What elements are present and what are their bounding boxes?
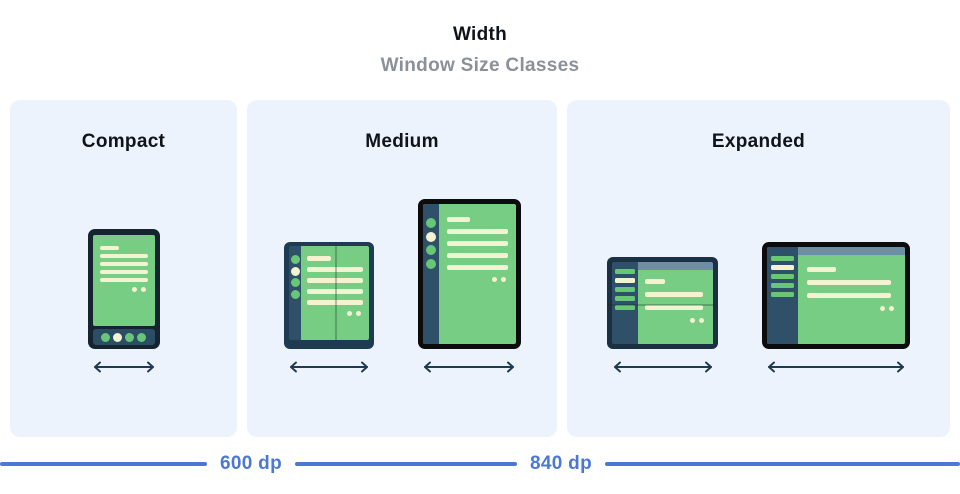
size-class-panels: Compact — [10, 100, 950, 437]
foldable-open-mockup — [284, 242, 374, 349]
content-line — [446, 253, 508, 258]
content-line — [99, 262, 148, 266]
phone-mockup — [87, 229, 160, 349]
nav-drawer — [766, 247, 798, 344]
main-pane — [638, 262, 713, 344]
width-arrow — [424, 361, 514, 373]
foldable-device-group — [283, 242, 375, 374]
content-line — [806, 293, 892, 298]
ruler-line-segment — [295, 462, 517, 466]
nav-dot — [125, 332, 134, 342]
panel-expanded-devices — [567, 242, 950, 374]
rail-dot — [290, 278, 300, 287]
nav-item-bar — [770, 265, 794, 270]
content-line — [446, 229, 508, 234]
nav-item-bar — [770, 274, 794, 279]
content-line — [99, 278, 148, 282]
app-topbar — [797, 247, 905, 255]
nav-dot — [113, 332, 122, 342]
action-dots — [645, 318, 706, 323]
dp-breakpoint-ruler: 600 dp 840 dp — [0, 451, 960, 477]
content-line — [99, 270, 148, 274]
width-arrow — [93, 361, 154, 373]
nav-item-bar — [615, 305, 635, 310]
nav-rail — [422, 204, 439, 344]
nav-item-bar — [770, 256, 794, 261]
panel-medium: Medium — [247, 100, 557, 437]
nav-item-bar — [615, 269, 635, 274]
panel-compact: Compact — [10, 100, 237, 437]
diagram-subtitle: Window Size Classes — [380, 55, 580, 76]
panel-compact-devices — [10, 229, 237, 374]
nav-dot — [101, 332, 110, 342]
panel-expanded: Expanded — [567, 100, 950, 437]
phone-screen — [92, 235, 155, 326]
rail-dot — [425, 258, 436, 269]
action-dots — [307, 311, 363, 316]
action-dots — [807, 306, 896, 311]
nav-dot — [137, 332, 146, 342]
width-arrow — [767, 361, 904, 373]
content-line — [645, 305, 703, 310]
content-line — [446, 241, 508, 246]
content-line — [99, 246, 119, 250]
width-arrow — [290, 361, 368, 373]
nav-rail — [289, 246, 301, 340]
nav-item-bar — [615, 278, 635, 283]
content-line — [307, 267, 363, 272]
content-line — [645, 292, 703, 297]
fold-line — [607, 303, 718, 306]
nav-drawer — [612, 262, 638, 344]
main-pane — [797, 247, 905, 344]
landscape-screen — [797, 255, 905, 344]
ruler-line-segment — [0, 462, 207, 466]
app-topbar — [638, 262, 713, 270]
rail-dot — [290, 289, 300, 299]
tablet-landscape-large-mockup — [761, 242, 910, 349]
small-landscape-device-group — [607, 257, 719, 374]
phone-device-group — [87, 229, 161, 374]
content-line — [446, 265, 508, 270]
ruler-line-segment — [605, 462, 960, 466]
content-line — [307, 278, 363, 283]
panel-medium-label: Medium — [365, 131, 439, 152]
rail-dot — [290, 255, 300, 264]
width-arrow — [613, 361, 712, 373]
content-line — [806, 280, 892, 285]
nav-item-bar — [770, 283, 794, 288]
diagram-header: Width Window Size Classes — [0, 24, 960, 77]
tablet-device-group — [417, 199, 521, 374]
content-line — [806, 267, 836, 272]
fold-line — [335, 246, 337, 340]
content-line — [307, 300, 363, 305]
tablet-screen — [439, 204, 516, 344]
ruler-label-600dp: 600 dp — [220, 453, 282, 474]
phone-navbar — [92, 329, 155, 345]
tablet-portrait-mockup — [417, 199, 521, 349]
ruler-label-840dp: 840 dp — [530, 453, 592, 474]
large-landscape-device-group — [761, 242, 911, 374]
tablet-landscape-small-mockup — [607, 257, 718, 349]
foldable-screen — [301, 246, 369, 340]
nav-item-bar — [770, 292, 794, 297]
panel-expanded-label: Expanded — [711, 131, 806, 152]
content-line — [645, 279, 666, 284]
diagram-title: Width — [452, 24, 508, 45]
rail-dot — [290, 266, 300, 276]
panel-medium-devices — [247, 199, 557, 374]
rail-dot — [425, 245, 436, 255]
content-line — [307, 256, 331, 261]
nav-item-bar — [615, 296, 635, 301]
content-line — [307, 289, 363, 294]
panel-compact-label: Compact — [81, 131, 166, 152]
rail-dot — [425, 231, 436, 242]
rail-dot — [425, 218, 436, 228]
nav-item-bar — [615, 287, 635, 292]
content-line — [446, 217, 470, 222]
action-dots — [447, 277, 508, 282]
landscape-screen — [638, 270, 713, 344]
action-dots — [100, 287, 148, 292]
content-line — [99, 254, 148, 258]
